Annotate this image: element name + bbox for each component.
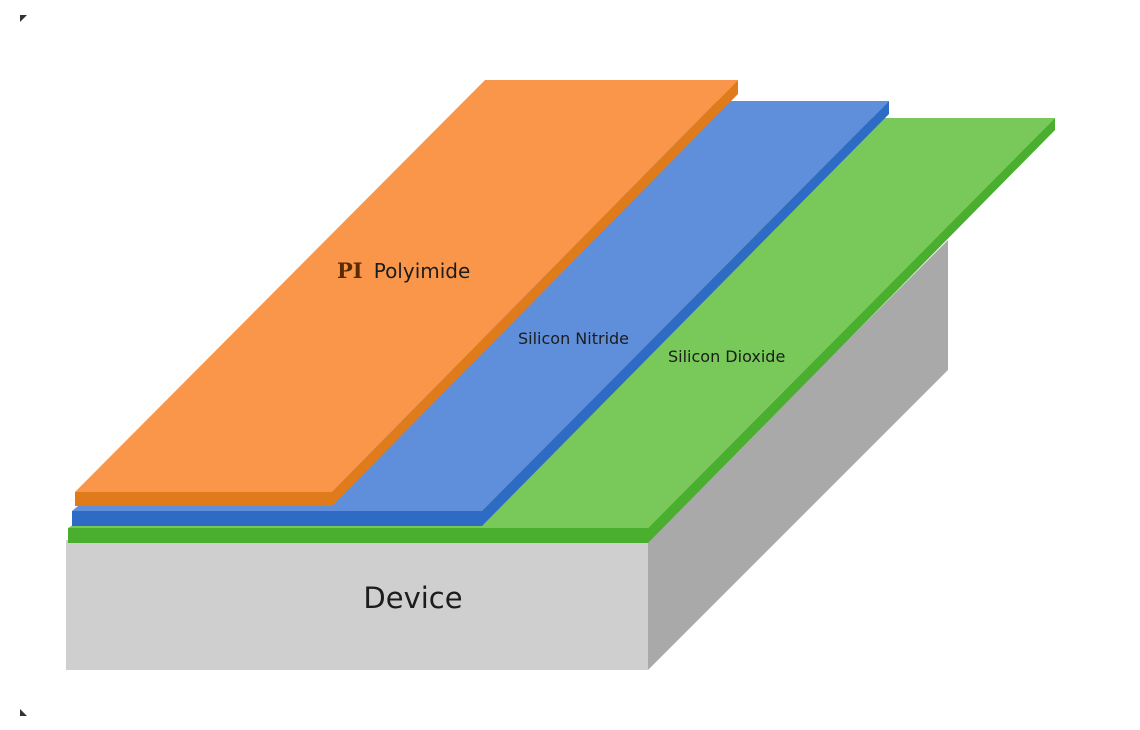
polyimide-top-surface	[75, 80, 738, 492]
polyimide-label: PI Polyimide	[337, 258, 470, 283]
polyimide-abbr: PI	[337, 258, 363, 283]
crop-mark-bottom-left	[20, 709, 27, 716]
silicon-dioxide-label: Silicon Dioxide	[668, 347, 785, 366]
silicon-nitride-side-edge	[482, 101, 889, 526]
silicon-nitride-label: Silicon Nitride	[518, 329, 629, 348]
silicon-dioxide-side-edge	[648, 118, 1055, 543]
polyimide-name: Polyimide	[374, 259, 471, 283]
crop-mark-top-left	[20, 15, 27, 22]
silicon-nitride-front-edge	[72, 511, 482, 526]
polyimide-side-edge	[332, 80, 738, 506]
polyimide-front-edge	[75, 492, 332, 506]
device-side-face	[648, 240, 948, 670]
silicon-dioxide-front-edge	[68, 528, 648, 543]
device-label: Device	[363, 581, 462, 615]
device-front-face	[66, 540, 648, 670]
